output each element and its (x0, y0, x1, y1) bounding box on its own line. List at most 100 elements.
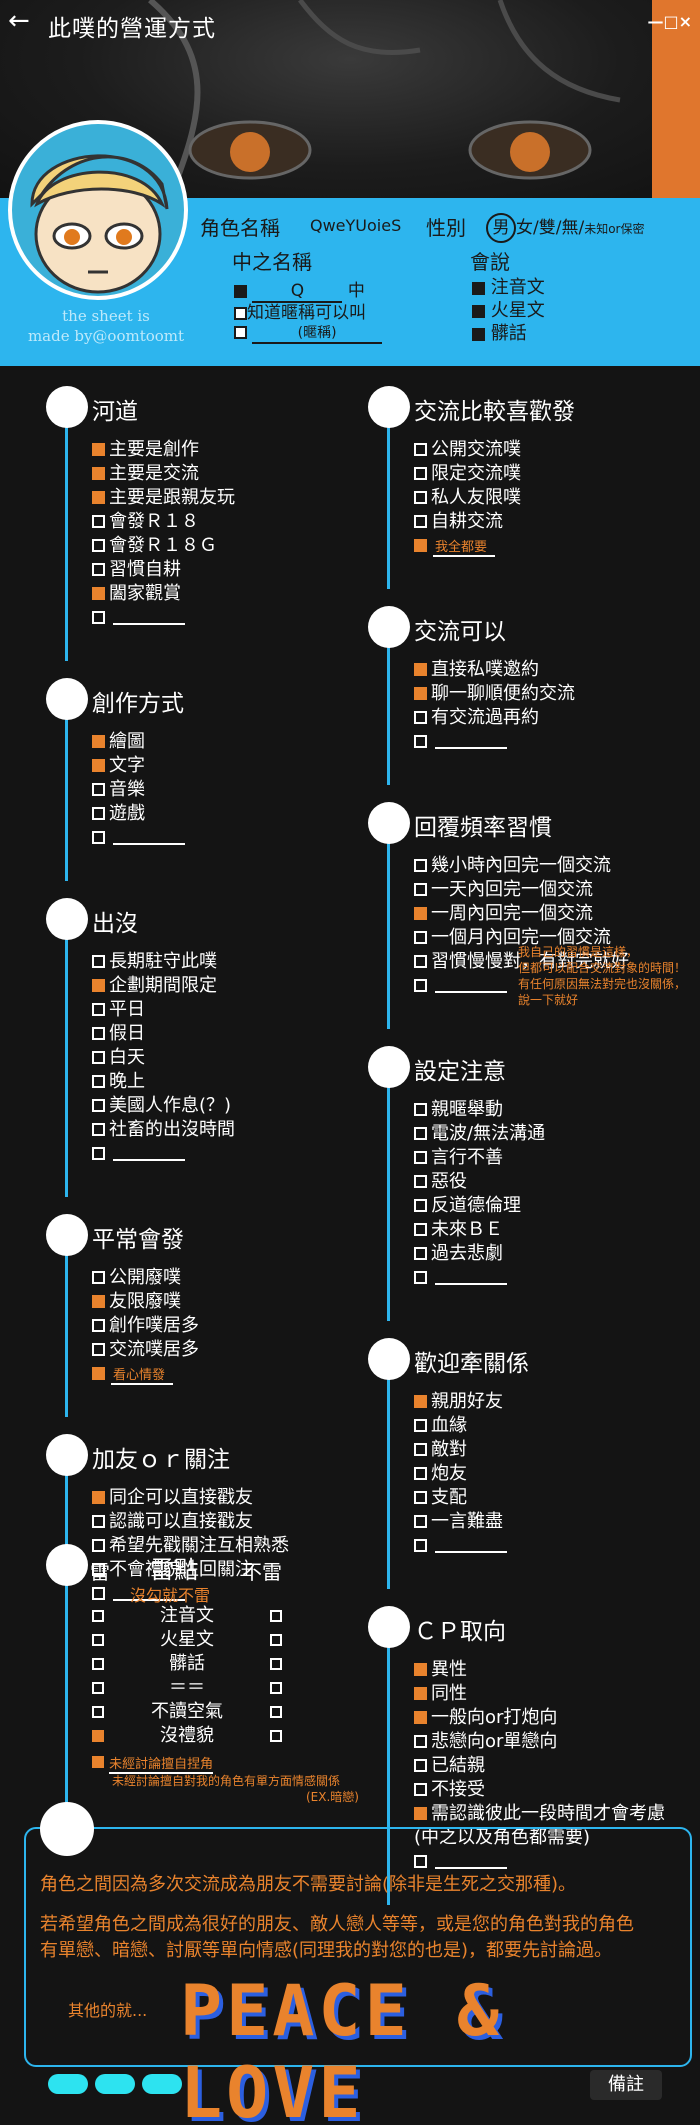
checklist-item[interactable]: 一周內回完一個交流 (414, 902, 593, 926)
blank-line[interactable] (435, 1539, 507, 1553)
checklist-item[interactable]: 平日 (92, 998, 145, 1022)
checkbox[interactable] (92, 563, 105, 576)
checklist-item[interactable]: 一個月內回完一個交流 (414, 926, 611, 950)
landmine-checkbox[interactable] (92, 1610, 104, 1622)
checklist-item[interactable]: 主要是交流 (92, 462, 199, 486)
checklist-item[interactable]: 不會禮貌性回關注 (92, 1558, 253, 1582)
checkbox[interactable] (414, 859, 427, 872)
checkbox[interactable] (414, 735, 427, 748)
checkbox[interactable] (414, 1759, 427, 1772)
gender-unknown[interactable]: 未知or保密 (584, 222, 645, 236)
memo-button[interactable]: 備註 (590, 2070, 662, 2100)
checklist-item[interactable]: 親朋好友 (414, 1390, 503, 1414)
blank-line[interactable] (435, 735, 507, 749)
checklist-item[interactable]: 一言難盡 (414, 1510, 503, 1534)
checkbox[interactable] (92, 1075, 105, 1088)
checklist-item[interactable]: 文字 (92, 754, 145, 778)
checkbox[interactable] (414, 1271, 427, 1284)
checklist-item[interactable]: 主要是跟親友玩 (92, 486, 235, 510)
checkbox[interactable] (414, 931, 427, 944)
blank-line[interactable] (113, 611, 185, 625)
nickname-hint[interactable]: (暱稱) (252, 322, 383, 344)
checkbox[interactable] (92, 1367, 105, 1380)
checkbox[interactable] (414, 979, 427, 992)
checklist-item[interactable]: 白天 (92, 1046, 145, 1070)
checkbox[interactable] (92, 1515, 105, 1528)
checklist-item[interactable]: 言行不善 (414, 1146, 503, 1170)
checklist-item[interactable]: 我全都要 (414, 534, 496, 558)
checkbox[interactable] (414, 1467, 427, 1480)
checkbox[interactable] (414, 1663, 427, 1676)
chinese-name-checkbox[interactable] (234, 284, 247, 298)
checkbox[interactable] (414, 1419, 427, 1432)
no-landmine-checkbox[interactable] (270, 1610, 282, 1622)
checkbox[interactable] (92, 1295, 105, 1308)
checklist-item[interactable] (414, 730, 507, 754)
no-landmine-checkbox[interactable] (270, 1706, 282, 1718)
checklist-item[interactable] (414, 1850, 507, 1874)
checklist-item[interactable] (414, 1266, 507, 1290)
landmine-checkbox[interactable] (92, 1730, 104, 1742)
checklist-item[interactable]: 闔家觀賞 (92, 582, 181, 606)
tab-pill[interactable] (95, 2074, 135, 2094)
checklist-item[interactable]: 友限廢噗 (92, 1290, 181, 1314)
checkbox[interactable] (414, 1103, 427, 1116)
checklist-item[interactable]: 創作噗居多 (92, 1314, 199, 1338)
checklist-item[interactable]: (中之以及角色都需要) (414, 1826, 590, 1850)
blank-line[interactable] (435, 1855, 507, 1869)
checklist-item[interactable] (92, 1582, 185, 1606)
checklist-item[interactable]: 私人友限噗 (414, 486, 521, 510)
checklist-item[interactable]: 繪圖 (92, 730, 145, 754)
landmine-checkbox[interactable] (92, 1706, 104, 1718)
checkbox[interactable] (414, 1443, 427, 1456)
checklist-item[interactable]: 電波/無法溝通 (414, 1122, 545, 1146)
no-landmine-checkbox[interactable] (270, 1682, 282, 1694)
checkbox[interactable] (92, 515, 105, 528)
checklist-item[interactable]: 聊一聊順便約交流 (414, 682, 575, 706)
checkbox[interactable] (414, 663, 427, 676)
checkbox[interactable] (92, 539, 105, 552)
chinese-name-value[interactable]: Q (252, 281, 343, 303)
checkbox[interactable] (92, 1147, 105, 1160)
blank-line[interactable] (113, 1147, 185, 1161)
checkbox[interactable] (92, 1587, 105, 1600)
checkbox[interactable] (92, 979, 105, 992)
checkbox[interactable] (92, 1027, 105, 1040)
checkbox[interactable] (414, 1151, 427, 1164)
checkbox[interactable] (92, 1123, 105, 1136)
checkbox[interactable] (92, 955, 105, 968)
checklist-item[interactable]: 親暱舉動 (414, 1098, 503, 1122)
checklist-item[interactable]: 看心情發 (92, 1362, 174, 1386)
checklist-item[interactable]: 過去悲劇 (414, 1242, 503, 1266)
checkbox[interactable] (414, 883, 427, 896)
checklist-item[interactable]: 敵對 (414, 1438, 467, 1462)
checklist-item[interactable]: 直接私噗邀約 (414, 658, 539, 682)
checkbox[interactable] (414, 443, 427, 456)
no-landmine-checkbox[interactable] (270, 1730, 282, 1742)
checklist-item[interactable]: 主要是創作 (92, 438, 199, 462)
checkbox[interactable] (414, 491, 427, 504)
landmine-checkbox[interactable] (92, 1658, 104, 1670)
checklist-item[interactable]: 習慣慢慢對，有對完就好 (414, 950, 629, 974)
checklist-item[interactable]: 社畜的出沒時間 (92, 1118, 235, 1142)
blank-line[interactable] (113, 1587, 185, 1601)
checkbox[interactable] (414, 1539, 427, 1552)
checklist-item[interactable]: 習慣自耕 (92, 558, 181, 582)
checklist-item[interactable] (92, 1142, 185, 1166)
landmine-extra-checkbox[interactable] (92, 1756, 104, 1768)
checkbox[interactable] (414, 687, 427, 700)
gender-selected[interactable]: 男 (486, 213, 516, 243)
checklist-item[interactable]: 長期駐守此噗 (92, 950, 217, 974)
checkbox[interactable] (414, 1783, 427, 1796)
checkbox[interactable] (92, 1271, 105, 1284)
window-controls[interactable]: —□× (647, 12, 692, 31)
checklist-item[interactable]: 希望先戳關注互相熟悉 (92, 1534, 289, 1558)
blank-line[interactable] (435, 979, 507, 993)
checkbox[interactable] (414, 1491, 427, 1504)
checkbox[interactable] (92, 759, 105, 772)
char-name-value[interactable]: QweYUoieS (310, 216, 402, 235)
checkbox[interactable] (92, 587, 105, 600)
checklist-item[interactable] (92, 606, 185, 630)
checkbox[interactable] (414, 1515, 427, 1528)
checklist-item[interactable] (414, 1534, 507, 1558)
